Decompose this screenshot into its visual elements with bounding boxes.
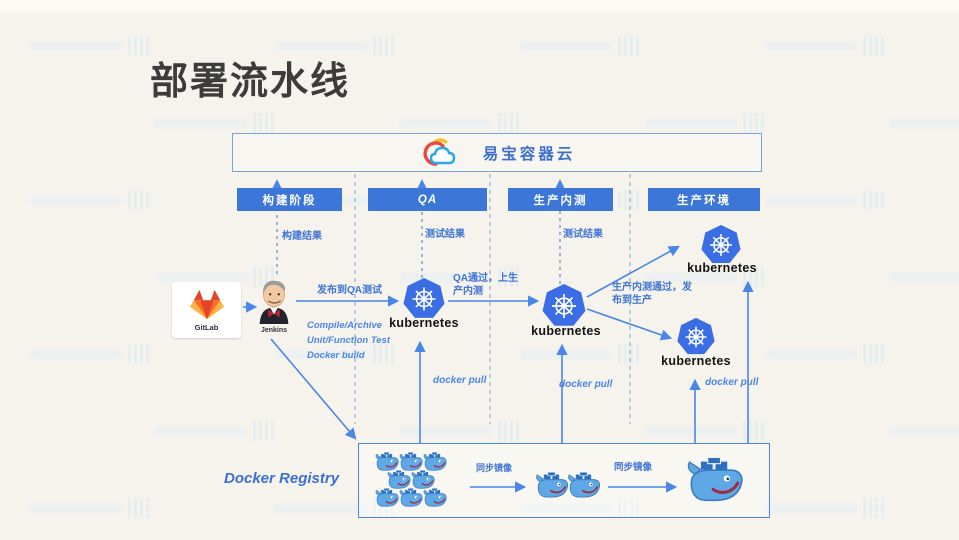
watermark — [30, 498, 152, 518]
watermark-logo-icon — [128, 190, 152, 210]
docker-whale-icon — [568, 472, 601, 498]
jenkins-task-test: Unit/Function Test — [307, 335, 391, 346]
watermark-logo-icon — [373, 36, 397, 56]
stage-production: 生产环境 — [648, 188, 760, 211]
watermark-logo-icon — [618, 344, 642, 364]
watermark-logo-icon — [863, 498, 887, 518]
watermark — [30, 344, 152, 364]
docker-whale-icon — [375, 452, 399, 471]
watermark — [155, 113, 277, 133]
watermark — [890, 267, 959, 287]
watermark — [765, 190, 887, 210]
watermark-logo-icon — [498, 421, 522, 441]
watermark — [155, 421, 277, 441]
docker-whale-icon — [423, 452, 447, 471]
watermark-logo-icon — [863, 344, 887, 364]
stage-qa: QA — [368, 188, 487, 211]
publish-to-qa-label: 发布到QA测试 — [317, 285, 382, 296]
kubernetes-icon-prod-b — [677, 317, 715, 355]
watermark — [765, 36, 887, 56]
watermark — [400, 421, 522, 441]
sync-image-label-1: 同步镜像 — [476, 463, 513, 473]
test-result-staging-label: 测试结果 — [563, 229, 603, 240]
qa-pass-label: QA通过，上生 产内测 — [453, 273, 518, 297]
watermark — [520, 36, 642, 56]
kubernetes-label-staging: kubernetes — [531, 324, 601, 338]
docker-pull-label-1: docker pull — [433, 375, 487, 386]
watermark-logo-icon — [128, 36, 152, 56]
docker-whale-icon — [423, 488, 447, 507]
jenkins-task-compile: Compile/Archive — [307, 320, 382, 331]
watermark-logo-icon — [618, 36, 642, 56]
docker-whale-icon — [387, 470, 411, 489]
watermark-logo-icon — [128, 498, 152, 518]
stage-staging: 生产内测 — [508, 188, 613, 211]
watermark — [400, 267, 522, 287]
cloud-banner-label: 易宝容器云 — [482, 145, 576, 163]
kubernetes-icon-staging — [542, 284, 586, 326]
watermark-logo-icon — [618, 190, 642, 210]
watermark-logo-icon — [743, 421, 767, 441]
kubernetes-icon-prod-a — [701, 224, 741, 264]
watermark — [30, 190, 152, 210]
watermark — [765, 344, 887, 364]
stage-build: 构建阶段 — [237, 188, 342, 211]
container-cloud-banner: 易宝容器云 — [232, 133, 762, 172]
kubernetes-icon-qa — [403, 278, 445, 318]
test-result-qa-label: 测试结果 — [425, 229, 465, 240]
kubernetes-label-prod-b: kubernetes — [661, 354, 731, 368]
sync-image-label-2: 同步镜像 — [614, 462, 653, 473]
docker-pull-label-3: docker pull — [705, 377, 759, 388]
jenkins-label: Jenkins — [260, 327, 288, 334]
jenkins-task-build: Docker build — [307, 350, 365, 361]
watermark — [890, 421, 959, 441]
docker-whale-icon — [536, 472, 569, 498]
kubernetes-label-prod-a: kubernetes — [687, 261, 757, 275]
watermark — [520, 498, 642, 518]
watermark-logo-icon — [863, 36, 887, 56]
gitlab-node: GitLab — [172, 282, 241, 338]
watermark — [890, 113, 959, 133]
watermark-logo-icon — [253, 113, 277, 133]
watermark-logo-icon — [498, 267, 522, 287]
watermark-logo-icon — [373, 344, 397, 364]
slide-title: 部署流水线 — [150, 61, 351, 103]
docker-whale-icon — [411, 470, 435, 489]
watermark — [765, 498, 887, 518]
watermark-logo-icon — [498, 113, 522, 133]
docker-whale-icon — [399, 452, 423, 471]
watermark-logo-icon — [863, 190, 887, 210]
watermark-logo-icon — [128, 344, 152, 364]
watermark — [275, 36, 397, 56]
build-result-label: 构建结果 — [282, 231, 322, 242]
watermark-logo-icon — [743, 113, 767, 133]
kubernetes-label-qa: kubernetes — [389, 316, 459, 330]
staging-pass-label: 生产内测通过，发 布到生产 — [612, 282, 692, 306]
watermark-logo-icon — [618, 498, 642, 518]
jenkins-icon — [259, 280, 289, 325]
watermark — [645, 113, 767, 133]
docker-registry-label: Docker Registry — [224, 470, 340, 487]
docker-whale-icon — [375, 488, 399, 507]
watermark — [520, 344, 642, 364]
docker-pull-label-2: docker pull — [559, 379, 613, 390]
watermark — [400, 113, 522, 133]
docker-whale-icon — [399, 488, 423, 507]
watermark-logo-icon — [253, 421, 277, 441]
gitlab-label: GitLab — [194, 323, 219, 332]
gitlab-icon — [189, 289, 224, 320]
cloud-icon — [423, 137, 455, 166]
watermark — [30, 36, 152, 56]
docker-whale-icon — [687, 456, 743, 502]
watermark — [645, 421, 767, 441]
